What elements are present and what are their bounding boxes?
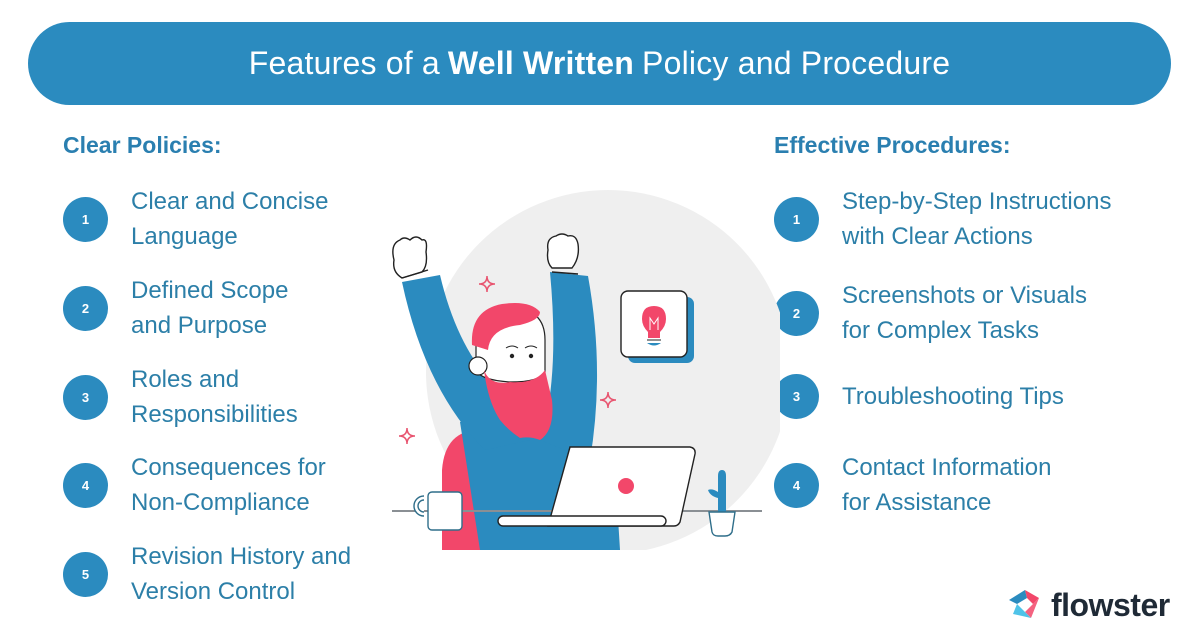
number-badge: 2: [63, 285, 108, 331]
number-badge: 3: [63, 374, 108, 420]
title-bold: Well Written: [447, 45, 635, 81]
title-prefix: Features of a: [248, 45, 440, 81]
policy-item-4: 4 Consequences for Non-Compliance: [63, 450, 326, 520]
number-badge: 3: [774, 374, 819, 419]
procedure-item-text: Screenshots or Visuals for Complex Tasks: [842, 282, 1088, 344]
number-badge: 4: [63, 462, 108, 508]
lightbulb-icon: [642, 306, 666, 346]
policy-item-2: 2 Defined Scope and Purpose: [63, 273, 288, 343]
coffee-mug-icon: [413, 491, 463, 531]
fist-left: [392, 236, 429, 279]
procedure-item-3: 3 Troubleshooting Tips: [774, 374, 1064, 419]
number-badge: 1: [63, 196, 108, 242]
logo-text: flowster: [1051, 586, 1170, 623]
procedure-item-text: Step-by-Step Instructions with Clear Act…: [842, 188, 1112, 250]
head: [468, 303, 553, 440]
policy-item-text: Revision History and Version Control: [131, 543, 352, 605]
ear: [468, 356, 488, 376]
title-banner: Features of a Well Written Policy and Pr…: [28, 22, 1171, 105]
title-suffix: Policy and Procedure: [642, 45, 951, 81]
procedure-item-2: 2 Screenshots or Visuals for Complex Tas…: [774, 278, 1087, 348]
procedure-item-4: 4 Contact Information for Assistance: [774, 450, 1051, 520]
effective-procedures-heading: Effective Procedures:: [774, 132, 1011, 158]
number-badge: 4: [774, 462, 819, 508]
number-badge: 1: [774, 196, 819, 242]
policy-item-text: Clear and Concise Language: [131, 188, 329, 250]
number-badge: 2: [774, 290, 819, 336]
mouth: [510, 369, 530, 380]
policy-item-text: Consequences for Non-Compliance: [131, 454, 326, 516]
procedure-item-1: 1 Step-by-Step Instructions with Clear A…: [774, 184, 1111, 254]
cactus-icon: [708, 470, 736, 537]
flowster-logo[interactable]: flowster: [1005, 586, 1170, 624]
policy-item-5: 5 Revision History and Version Control: [63, 539, 351, 609]
laptop-icon: [497, 446, 696, 527]
clear-policies-heading: Clear Policies:: [63, 132, 222, 158]
policy-item-1: 1 Clear and Concise Language: [63, 184, 328, 254]
procedure-item-text: Troubleshooting Tips: [842, 383, 1064, 410]
beard: [484, 370, 553, 440]
flowster-logo-icon: [1009, 590, 1039, 618]
policy-item-text: Roles and Responsibilities: [131, 366, 298, 428]
policy-item-3: 3 Roles and Responsibilities: [63, 362, 298, 432]
celebration-illustration: [392, 190, 780, 550]
lightbulb-card: [620, 290, 694, 363]
fist-right: [546, 233, 580, 275]
hair: [471, 303, 540, 350]
policy-item-text: Defined Scope and Purpose: [131, 277, 289, 339]
sparkle-icon: [398, 275, 617, 445]
right-arm: [540, 272, 598, 460]
number-badge: 5: [63, 551, 108, 597]
procedure-item-text: Contact Information for Assistance: [842, 454, 1052, 516]
